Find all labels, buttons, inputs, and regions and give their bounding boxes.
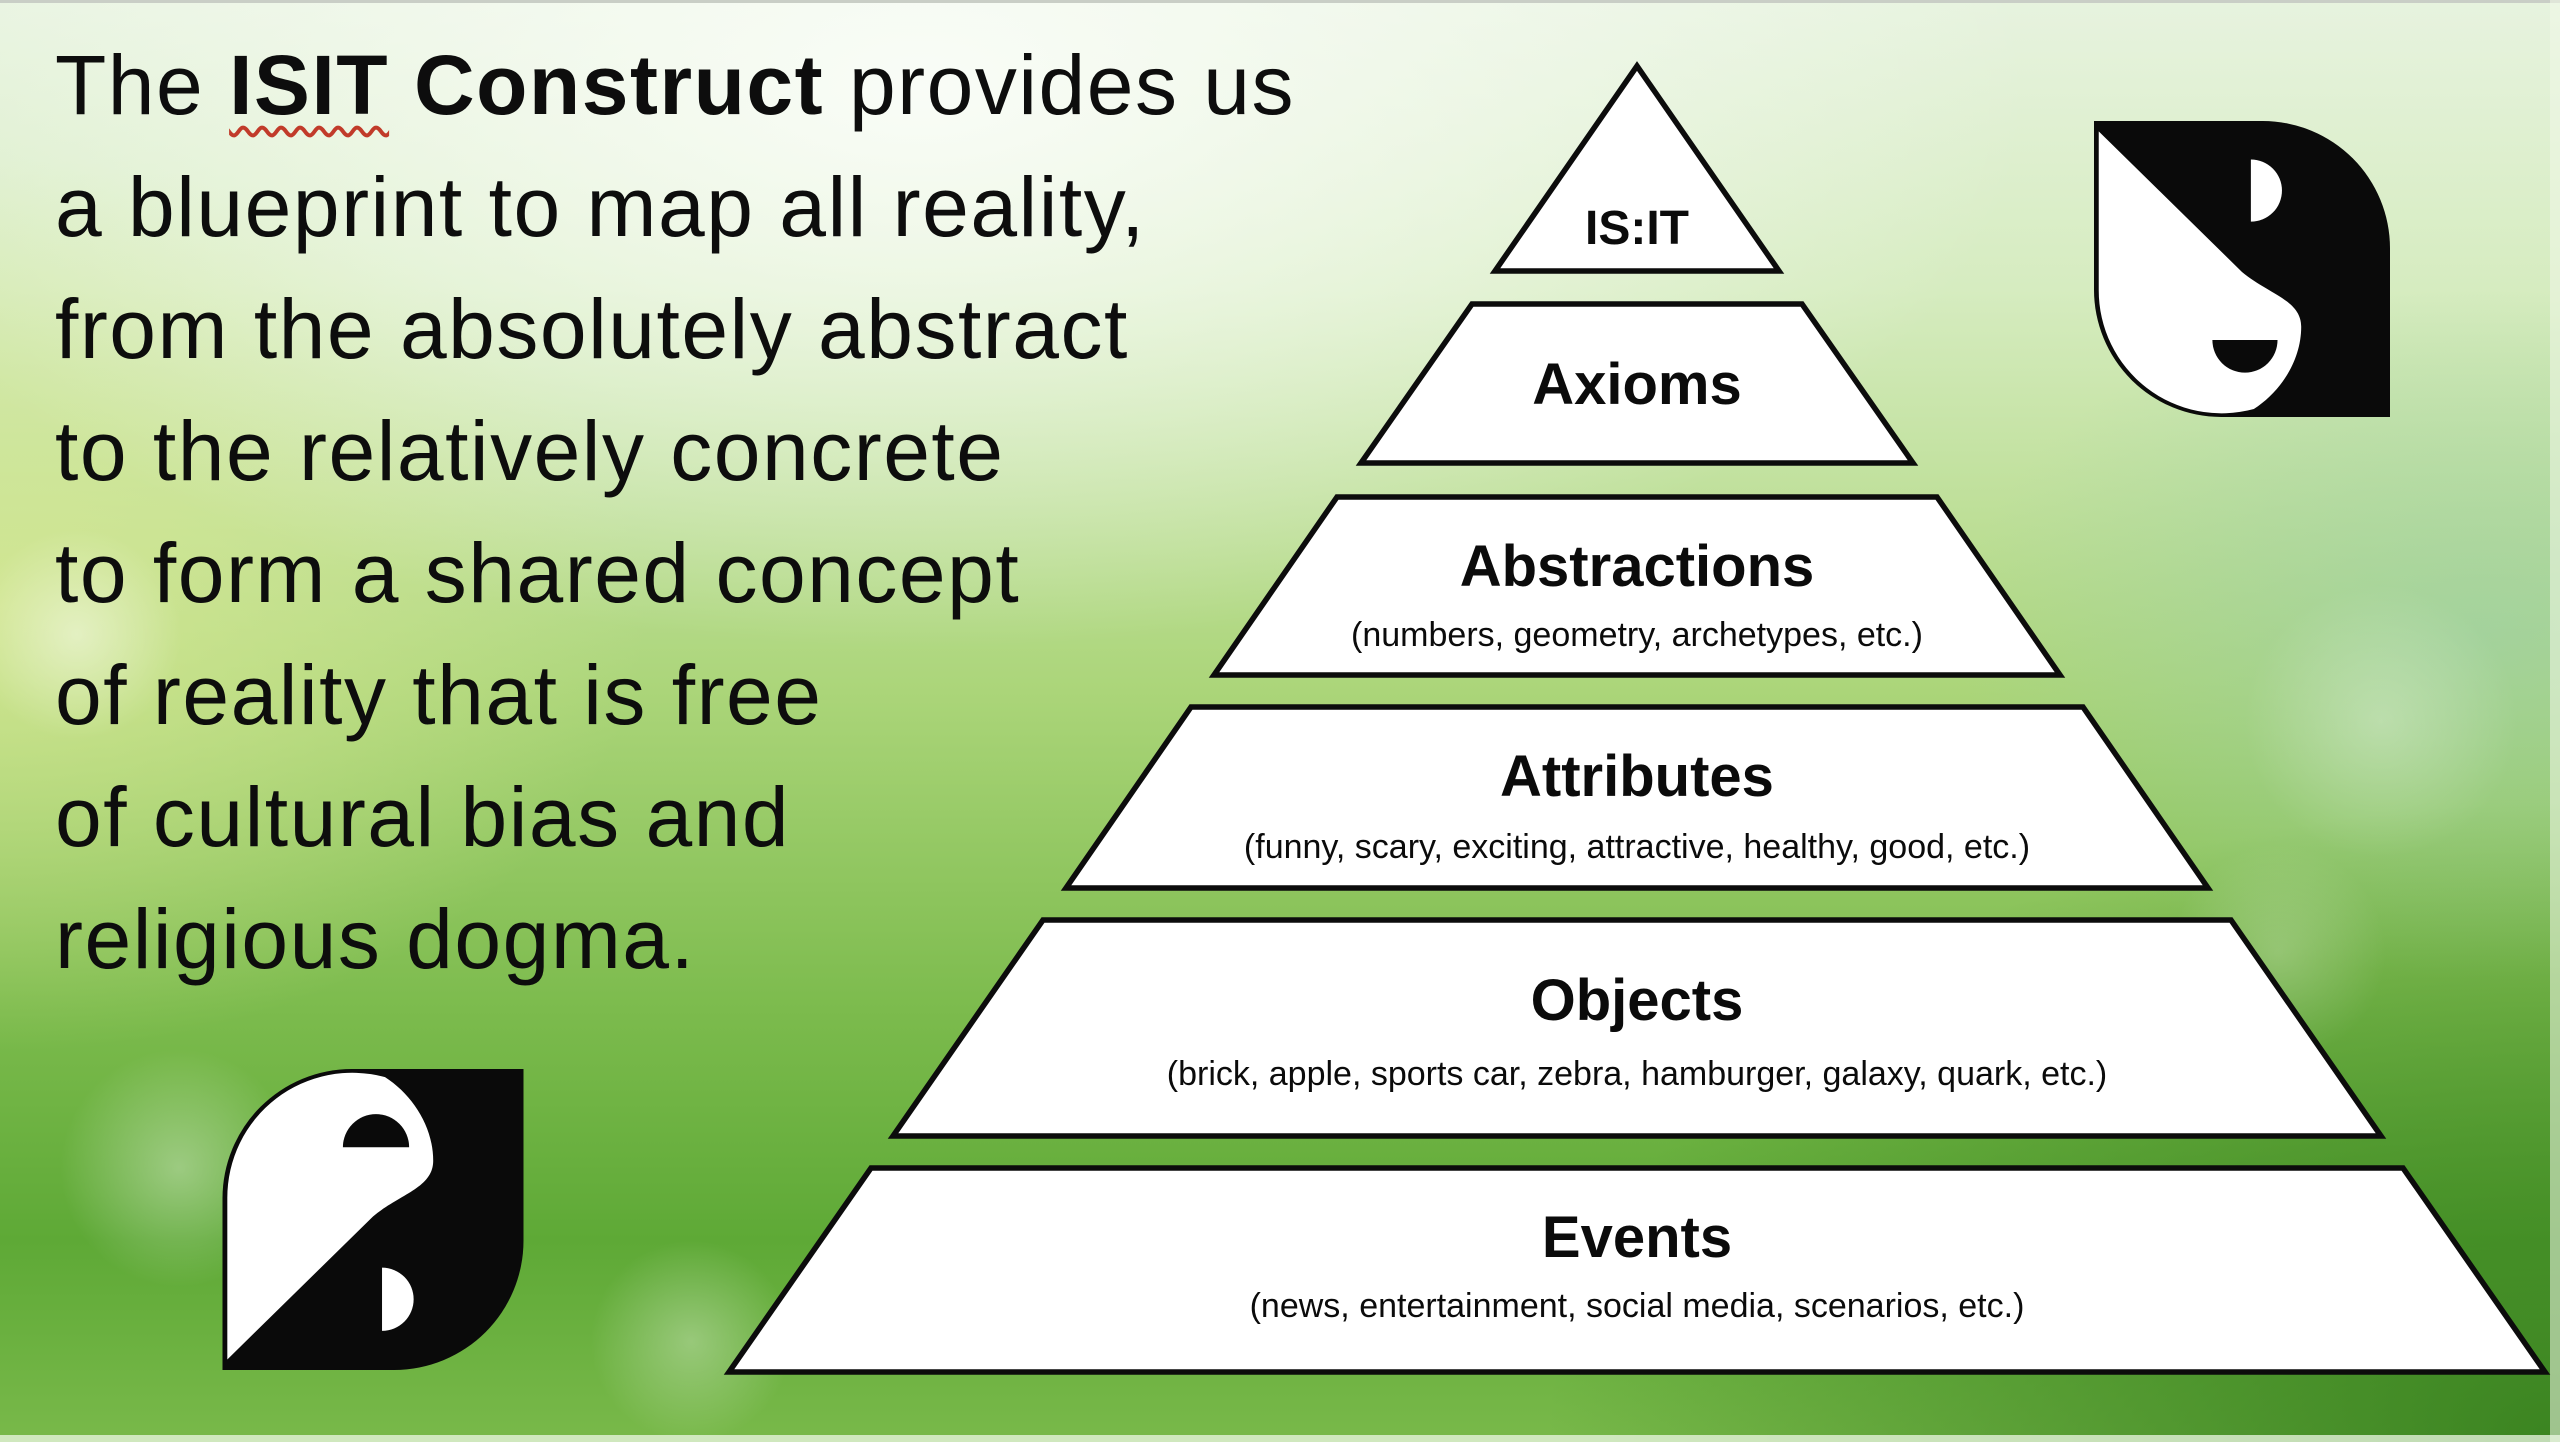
intro-line-7: of cultural bias and bbox=[55, 770, 791, 864]
pyramid-level-attributes-label: Attributes bbox=[1500, 744, 1774, 809]
pyramid-level-isit-label: IS:IT bbox=[1585, 202, 1689, 255]
pyramid-level-abstractions-shape bbox=[1208, 494, 2066, 678]
pyramid-level-abstractions: Abstractions (numbers, geometry, archety… bbox=[1208, 494, 2066, 678]
pyramid-level-attributes: Attributes (funny, scary, exciting, attr… bbox=[1060, 704, 2214, 891]
pyramid-level-attributes-shape bbox=[1060, 704, 2214, 891]
pyramid-level-objects: Objects (brick, apple, sports car, zebra… bbox=[887, 917, 2387, 1139]
intro-line1-prefix: The bbox=[55, 38, 230, 132]
intro-line-4: to the relatively concrete bbox=[55, 404, 1005, 498]
pyramid-level-events: Events (news, entertainment, social medi… bbox=[723, 1165, 2551, 1375]
pyramid-level-objects-sublabel: (brick, apple, sports car, zebra, hambur… bbox=[1167, 1055, 2107, 1093]
pyramid-level-axioms-shape bbox=[1355, 301, 1919, 466]
intro-line-1: The ISIT Construct provides us bbox=[55, 24, 1295, 146]
pyramid-level-isit-shape bbox=[1489, 61, 1785, 274]
pyramid-level-objects-shape bbox=[887, 917, 2387, 1139]
intro-line-8: religious dogma. bbox=[55, 892, 696, 986]
pyramid-level-isit: IS:IT bbox=[1489, 61, 1785, 274]
pyramid-level-events-sublabel: (news, entertainment, social media, scen… bbox=[1250, 1287, 2025, 1325]
intro-line-5: to form a shared concept bbox=[55, 526, 1021, 620]
pyramid-level-objects-label: Objects bbox=[1531, 968, 1744, 1033]
intro-line1-suffix: provides us bbox=[824, 38, 1296, 132]
pyramid-level-events-shape bbox=[723, 1165, 2551, 1375]
yin-yang-leaf-logo-top-right bbox=[2094, 121, 2390, 417]
pyramid-level-axioms-label: Axioms bbox=[1532, 352, 1742, 417]
intro-line-2: a blueprint to map all reality, bbox=[55, 160, 1146, 254]
pyramid-level-abstractions-label: Abstractions bbox=[1460, 534, 1815, 599]
construct-term: Construct bbox=[389, 38, 825, 132]
intro-line-3: from the absolutely abstract bbox=[55, 282, 1129, 376]
isit-term: ISIT bbox=[229, 38, 390, 132]
yin-yang-leaf-logo-bottom-left bbox=[222, 1069, 524, 1370]
pyramid-level-events-label: Events bbox=[1542, 1205, 1732, 1270]
yin-yang-leaf-logo-flipped-icon bbox=[222, 1069, 524, 1370]
intro-paragraph: The ISIT Construct provides us a bluepri… bbox=[55, 24, 1295, 1000]
pyramid-level-attributes-sublabel: (funny, scary, exciting, attractive, hea… bbox=[1244, 828, 2030, 866]
yin-yang-leaf-logo-icon bbox=[2094, 121, 2390, 417]
pyramid-level-axioms: Axioms bbox=[1355, 301, 1919, 466]
pyramid-level-abstractions-sublabel: (numbers, geometry, archetypes, etc.) bbox=[1351, 616, 1923, 654]
intro-line-6: of reality that is free bbox=[55, 648, 823, 742]
